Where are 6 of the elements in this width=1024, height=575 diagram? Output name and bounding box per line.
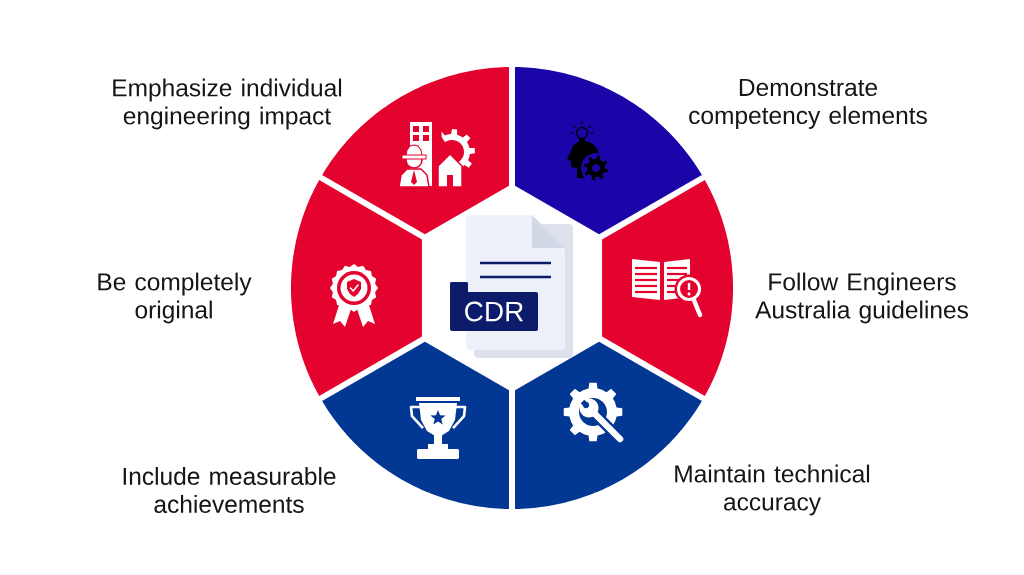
label: Maintain technical accuracy	[675, 464, 870, 516]
label: Be completely original	[98, 272, 252, 324]
label: Follow Engineers Australia guidelines	[755, 272, 968, 324]
label: Demonstrate competency elements	[689, 79, 927, 129]
label: Emphasize individual engineering impact	[113, 78, 342, 130]
label: Include measurable achievements	[123, 467, 336, 513]
